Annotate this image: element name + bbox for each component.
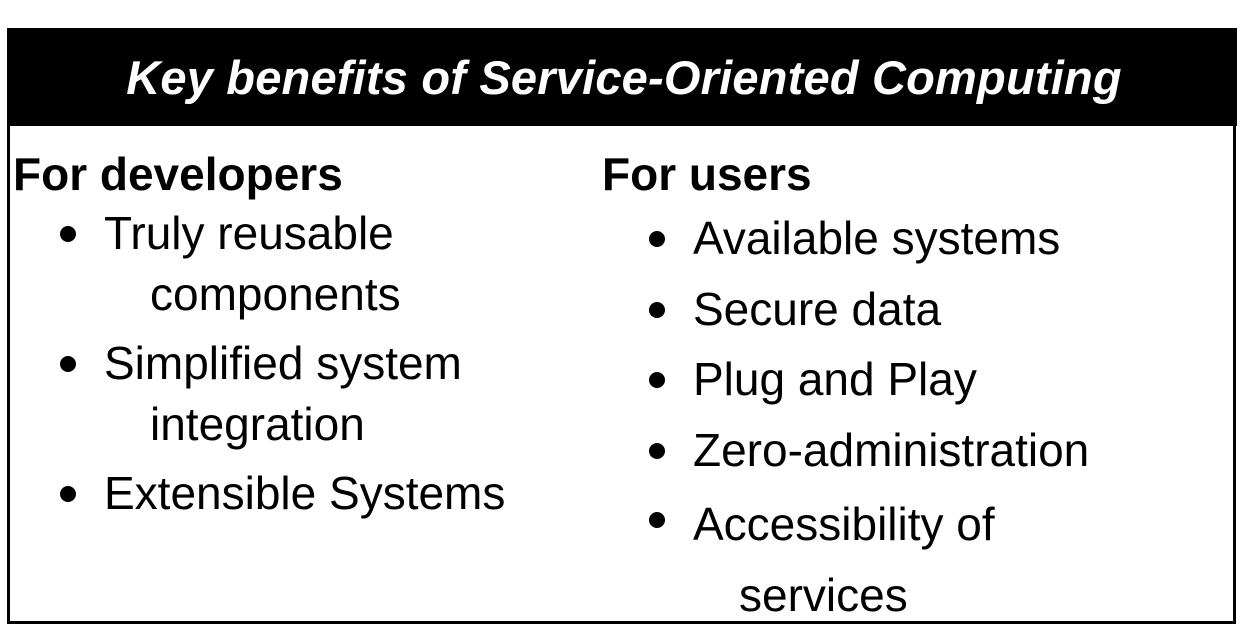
list-item: Accessibility of services [602,489,1222,630]
list-item-text: Extensible Systems [104,467,506,519]
list-item: Truly reusable components [13,203,593,325]
developers-list: Truly reusable components Simplified sys… [13,203,593,524]
bullet-icon [60,356,76,372]
page-title: Key benefits of Service-Oriented Computi… [126,50,1122,104]
list-item-text-continued: components [150,268,401,320]
list-item-text: Zero-administration [693,423,1090,476]
list-item: Available systems [602,203,1222,274]
list-item-text: Truly reusable [104,207,394,259]
users-list: Available systems Secure data Plug and P… [602,203,1222,630]
bullet-icon [60,226,76,242]
list-item: Extensible Systems [13,463,593,524]
list-item: Simplified system integration [13,333,593,455]
developers-column: For developers Truly reusable components… [13,146,593,524]
bullet-icon [649,372,665,388]
list-item-text-continued: integration [150,398,365,450]
list-item: Secure data [602,274,1222,345]
list-item-text: Simplified system [104,337,462,389]
bullet-icon [649,442,665,459]
bullet-icon [649,512,665,528]
developers-heading: For developers [13,148,343,200]
list-item-text: Plug and Play [693,353,977,405]
title-banner: Key benefits of Service-Oriented Computi… [7,28,1237,126]
list-item-text-continued: services [739,568,908,621]
bullet-icon [649,231,665,247]
list-item-text: Secure data [693,282,942,335]
bullet-icon [649,301,665,318]
list-item-text: Accessibility of [693,498,995,550]
list-item: Plug and Play [602,344,1222,415]
users-column: For users Available systems Secure data … [602,146,1222,630]
list-item: Zero-administration [602,415,1222,486]
list-item-text: Available systems [693,212,1061,264]
benefits-panel: For developers Truly reusable components… [7,126,1236,624]
users-heading: For users [602,148,812,200]
bullet-icon [60,486,76,502]
